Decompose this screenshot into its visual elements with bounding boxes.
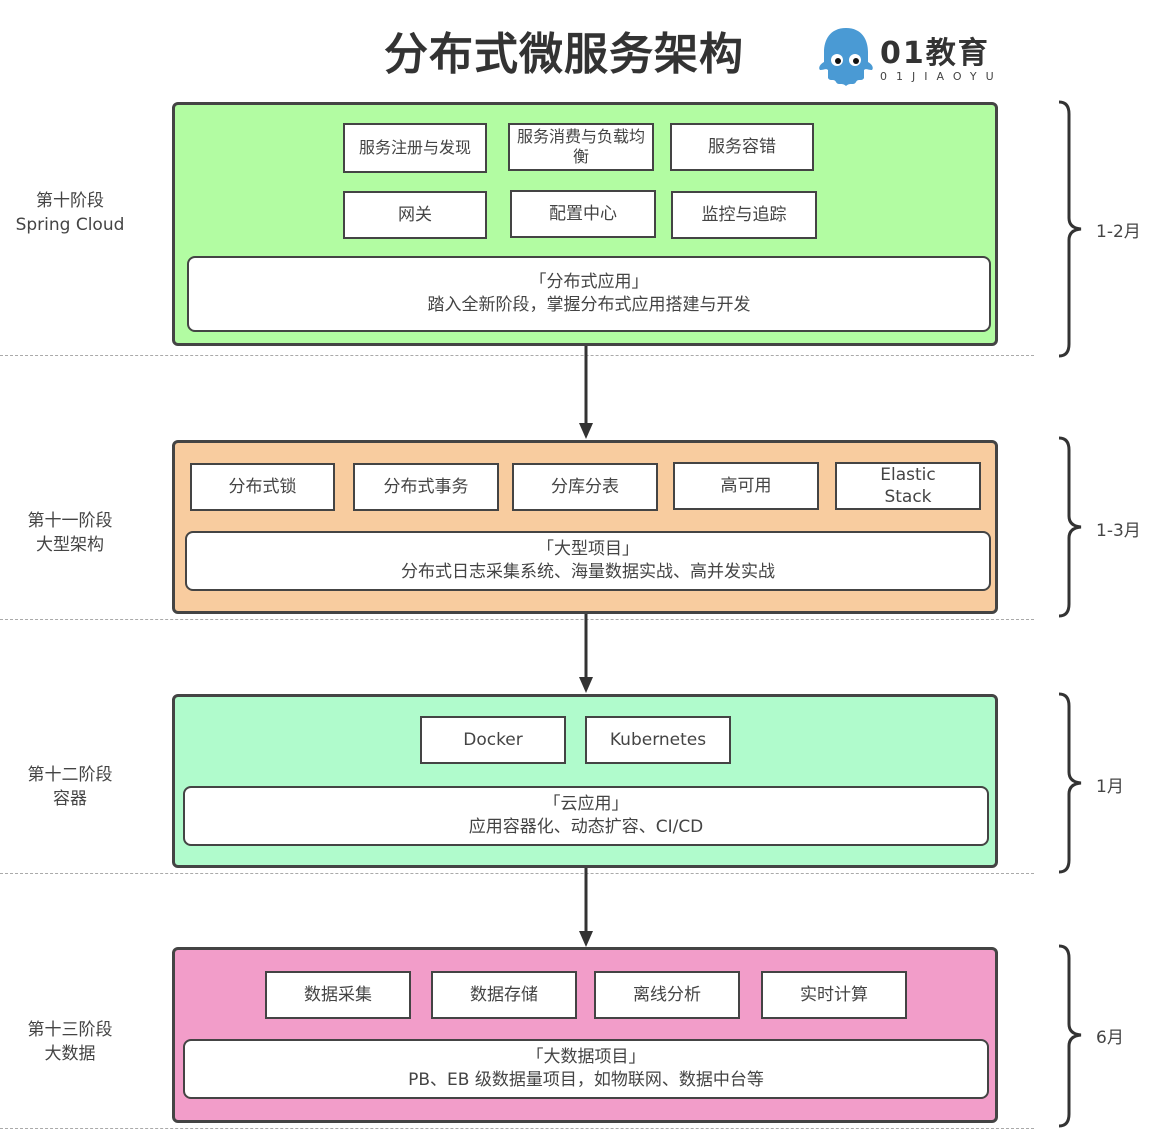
duration-label: 1-3月 (1096, 521, 1141, 541)
duration-label: 1-2月 (1096, 222, 1141, 242)
stage-label-line2: 大数据 (44, 1044, 96, 1064)
stage-divider (0, 355, 1034, 356)
stage-label-11: 第十一阶段 大型架构 (0, 509, 140, 557)
stage-divider (0, 873, 1034, 874)
duration-brace (1058, 692, 1082, 874)
stage-box-big-data: 数据采集 数据存储 离线分析 实时计算 「大数据项目」 PB、EB 级数据量项目… (172, 947, 998, 1123)
logo-subtitle: 01JIAOYU (880, 70, 1003, 83)
project-box: 「云应用」 应用容器化、动态扩容、CI/CD (183, 786, 989, 846)
project-box: 「大数据项目」 PB、EB 级数据量项目，如物联网、数据中台等 (183, 1039, 989, 1099)
stage-box-large-architecture: 分布式锁 分布式事务 分库分表 高可用 Elastic Stack 「大型项目」… (172, 440, 998, 614)
module-box: 数据采集 (265, 971, 411, 1019)
flow-arrow (579, 345, 593, 439)
stage-label-line1: 第十一阶段 (27, 511, 113, 531)
project-title: 「大数据项目」 (526, 1047, 646, 1067)
module-box: 高可用 (673, 462, 819, 510)
project-desc: 分布式日志采集系统、海量数据实战、高并发实战 (401, 562, 775, 582)
octopus-mascot-icon (819, 28, 873, 86)
module-box: Docker (420, 716, 566, 764)
stage-label-12: 第十二阶段 容器 (0, 763, 140, 811)
module-box: 配置中心 (510, 190, 656, 238)
project-title: 「大型项目」 (537, 539, 639, 559)
project-box: 「分布式应用」 踏入全新阶段，掌握分布式应用搭建与开发 (187, 256, 991, 332)
stage-label-line2: 容器 (53, 789, 87, 809)
project-box: 「大型项目」 分布式日志采集系统、海量数据实战、高并发实战 (185, 531, 991, 591)
project-title: 「分布式应用」 (529, 272, 649, 292)
module-box: Kubernetes (585, 716, 731, 764)
logo: 01教育 01JIAOYU (818, 26, 1008, 90)
stage-label-10: 第十阶段 Spring Cloud (0, 189, 140, 237)
module-box: 服务容错 (670, 123, 814, 171)
project-desc: 应用容器化、动态扩容、CI/CD (468, 817, 704, 837)
logo-name: 01教育 (880, 36, 990, 71)
module-box: 实时计算 (761, 971, 907, 1019)
module-box: 监控与追踪 (671, 191, 817, 239)
module-box: 分库分表 (512, 463, 658, 511)
project-title: 「云应用」 (543, 794, 629, 814)
flow-arrow (579, 866, 593, 947)
duration-brace (1058, 944, 1082, 1128)
flow-arrow (579, 612, 593, 693)
stage-divider (0, 619, 1034, 620)
module-box: 分布式事务 (353, 463, 499, 511)
duration-label: 6月 (1096, 1028, 1124, 1048)
stage-label-line1: 第十阶段 (36, 191, 104, 211)
stage-box-spring-cloud: 服务注册与发现 服务消费与负载均衡 服务容错 网关 配置中心 监控与追踪 「分布… (172, 102, 998, 346)
project-desc: PB、EB 级数据量项目，如物联网、数据中台等 (408, 1070, 764, 1090)
stage-label-13: 第十三阶段 大数据 (0, 1018, 140, 1066)
duration-brace (1058, 436, 1082, 618)
module-box: 离线分析 (594, 971, 740, 1019)
module-box: Elastic Stack (835, 462, 981, 510)
module-box: 服务消费与负载均衡 (508, 123, 654, 171)
module-box: 分布式锁 (190, 463, 335, 511)
duration-brace (1058, 100, 1082, 358)
stage-label-line2: Spring Cloud (15, 215, 125, 235)
stage-label-line1: 第十二阶段 (27, 765, 113, 785)
stage-box-containers: Docker Kubernetes 「云应用」 应用容器化、动态扩容、CI/CD (172, 694, 998, 868)
stage-divider (0, 1128, 1034, 1129)
duration-label: 1月 (1096, 777, 1124, 797)
module-box: 数据存储 (431, 971, 577, 1019)
stage-label-line2: 大型架构 (36, 535, 104, 555)
project-desc: 踏入全新阶段，掌握分布式应用搭建与开发 (427, 295, 751, 315)
diagram-title: 分布式微服务架构 (384, 29, 744, 80)
module-box: 服务注册与发现 (343, 123, 487, 173)
module-box: 网关 (343, 191, 487, 239)
stage-label-line1: 第十三阶段 (27, 1020, 113, 1040)
